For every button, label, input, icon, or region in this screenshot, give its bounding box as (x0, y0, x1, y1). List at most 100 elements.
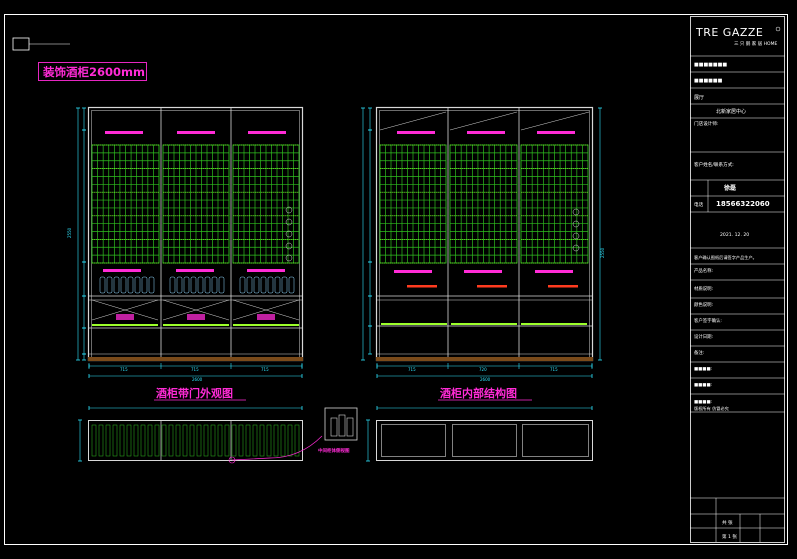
display-bottle-2 (218, 276, 225, 294)
tb-sheet-label: 共 张 (722, 519, 733, 526)
plan-bottle (259, 424, 265, 457)
display-bottle-2 (190, 276, 197, 294)
left-plan-bottles (91, 424, 300, 457)
dim-left-seg-2: 715 (191, 367, 199, 372)
lower-strip-4 (381, 323, 447, 325)
display-bottle-2 (169, 276, 176, 294)
top-light-bar-6 (537, 131, 575, 134)
plan-bottle (273, 424, 279, 457)
display-bottle-1 (141, 276, 148, 294)
tb-color: 颜色说明: (694, 301, 713, 308)
top-light-bar-5 (467, 131, 505, 134)
tb-date: 2021. 12. 20 (720, 232, 749, 238)
bottle-end-2 (285, 218, 293, 226)
dim-right-seg-3: 715 (550, 367, 558, 372)
display-bottle-2 (197, 276, 204, 294)
plan-bottle (252, 424, 258, 457)
tb-customer-sign: 客户签字确认: (694, 317, 722, 324)
plan-bottle (140, 424, 146, 457)
door-diag-b-3 (232, 299, 300, 321)
plan-bottle (238, 424, 244, 457)
side-detail-caption: 中间柜体侧视图 (318, 447, 350, 454)
top-light-bar-3 (248, 131, 286, 134)
generated-detail-layer (76, 107, 602, 462)
plan-bottle (203, 424, 209, 457)
red-shelf-bar-2 (477, 285, 507, 288)
lower-strip-6 (521, 323, 587, 325)
bottle-end-3 (285, 230, 293, 238)
dim-left-overall: 2550 (67, 227, 72, 238)
display-bottle-1 (127, 276, 134, 294)
top-light-bar-2 (177, 131, 215, 134)
display-bottle-2 (183, 276, 190, 294)
plan-bottle (91, 424, 97, 457)
lower-strip-5 (451, 323, 517, 325)
lower-light-bar-6 (535, 270, 573, 273)
bottle-end-7 (572, 220, 580, 228)
corner-box (12, 37, 30, 51)
display-bottle-3 (288, 276, 295, 294)
tb-company-note: 版权所有 仿冒必究 (694, 405, 730, 412)
display-bottle-1 (113, 276, 120, 294)
plan-bottle (161, 424, 167, 457)
left-bottom-dimensions: 715 715 715 2600 (120, 367, 269, 382)
tb-sheet-no: 第 1 张 (722, 533, 737, 540)
display-bottle-3 (281, 276, 288, 294)
plan-bottle (287, 424, 293, 457)
brand-logo-text: TRE GAZZE (695, 26, 763, 39)
door-label-3 (257, 314, 275, 320)
display-bottle-1 (106, 276, 113, 294)
tb-note: 客户确认图纸后请签字产品生产。 (694, 254, 757, 261)
plan-bottle (105, 424, 111, 457)
lower-light-bar-4 (394, 270, 432, 273)
top-light-bar-1 (105, 131, 143, 134)
dim-right-total: 2600 (480, 377, 491, 382)
plan-bottle (245, 424, 251, 457)
plan-bottle (266, 424, 272, 457)
tb-product-name: 产品名称: (694, 267, 713, 274)
bottle-end-6 (572, 208, 580, 216)
dim-left-seg-1: 715 (120, 367, 128, 372)
right-cabinet-interior (375, 106, 594, 362)
dim-right-overall: 2550 (600, 247, 605, 258)
display-bottle-3 (274, 276, 281, 294)
plan-bottle (224, 424, 230, 457)
lower-strip-3 (233, 324, 299, 326)
caption-exterior: 酒柜带门外观图 (156, 386, 233, 400)
display-bottle-3 (239, 276, 246, 294)
title-block (690, 16, 785, 543)
plan-bottle (168, 424, 174, 457)
display-bottle-3 (246, 276, 253, 294)
door-diag-b-2 (162, 299, 230, 321)
tb-phone: 18566322060 (716, 200, 770, 208)
caption-interior: 酒柜内部结构图 (440, 386, 517, 400)
tb-remark: 备注: (694, 349, 704, 356)
plan-bottle (210, 424, 216, 457)
plan-bottle (189, 424, 195, 457)
display-bottle-1 (120, 276, 127, 294)
tb-row-center: 北新家居中心 (716, 108, 746, 115)
plan-bottle (147, 424, 153, 457)
plan-bottle (98, 424, 104, 457)
plan-bottle (182, 424, 188, 457)
plan-bottle (112, 424, 118, 457)
plan-bottle (175, 424, 181, 457)
display-bottle-1 (148, 276, 155, 294)
registered-mark-icon (775, 26, 781, 32)
side-detail-view (228, 407, 358, 464)
tb-blank-3: ■■■■: (694, 367, 712, 372)
bottle-end-1 (285, 206, 293, 214)
tb-design-date: 设计日期: (694, 333, 713, 340)
plan-bottle (217, 424, 223, 457)
tb-blank-5: ■■■■: (694, 400, 712, 405)
main-title: 装饰酒柜2600mm (42, 65, 145, 79)
tb-phone-label: 电话 (694, 201, 704, 208)
tb-row-shop: 展厅 (694, 95, 704, 101)
lower-strip-1 (92, 324, 158, 326)
lower-light-bar-3 (247, 269, 285, 272)
display-bottle-3 (267, 276, 274, 294)
right-plan-view (376, 420, 593, 461)
plan-bottle (231, 424, 237, 457)
bottle-end-5 (285, 254, 293, 262)
